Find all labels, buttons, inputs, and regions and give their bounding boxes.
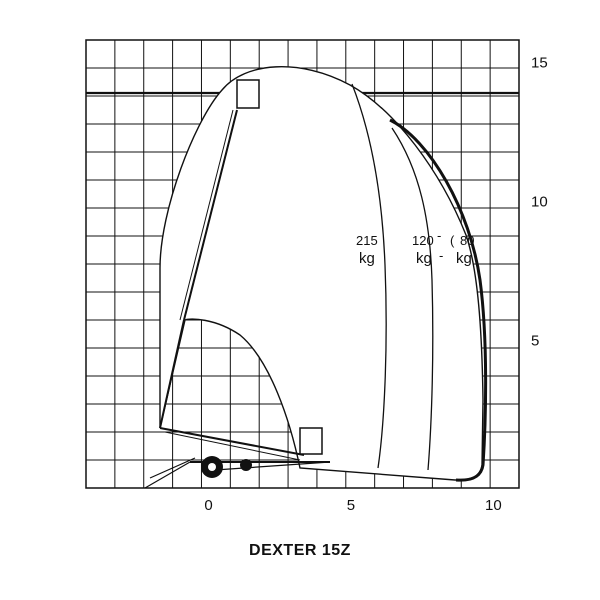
diagram-title: DEXTER 15Z [249,542,351,559]
capacity-120-load: 120 [412,233,434,248]
y-tick-label: 5 [531,333,539,350]
boom-upper [183,109,238,321]
capacity-80-bracket: ( [450,233,455,248]
y-axis-ticks: 5 10 15 [531,54,548,349]
boom-upper-inner [179,109,234,321]
capacity-80-unit: kg [456,250,472,267]
x-tick-label: 10 [485,497,502,514]
boom-base-inner [164,431,301,461]
wheel-icon [240,459,252,471]
capacity-dash: - [439,248,443,263]
zone-120-curve [391,127,434,471]
capacity-215-unit: kg [359,250,375,267]
boom-lower [159,319,185,429]
x-axis-ticks: 0 5 10 [204,497,501,514]
boom-base [159,427,305,456]
zone-80-curve [389,118,488,482]
y-tick-label: 10 [531,193,548,210]
x-tick-label: 5 [347,497,355,514]
platform-bottom [299,427,323,455]
platform-top [236,79,260,109]
capacity-215-load: 215 [356,233,378,248]
working-envelope-fill [159,66,484,481]
zone-215-curve [351,83,387,469]
capacity-80-load: 80 [460,233,474,248]
capacity-dash: - [437,228,441,243]
y-tick-label: 15 [531,54,548,71]
x-tick-label: 0 [204,497,212,514]
chassis [144,456,331,489]
capacity-120-unit: kg [416,250,432,267]
